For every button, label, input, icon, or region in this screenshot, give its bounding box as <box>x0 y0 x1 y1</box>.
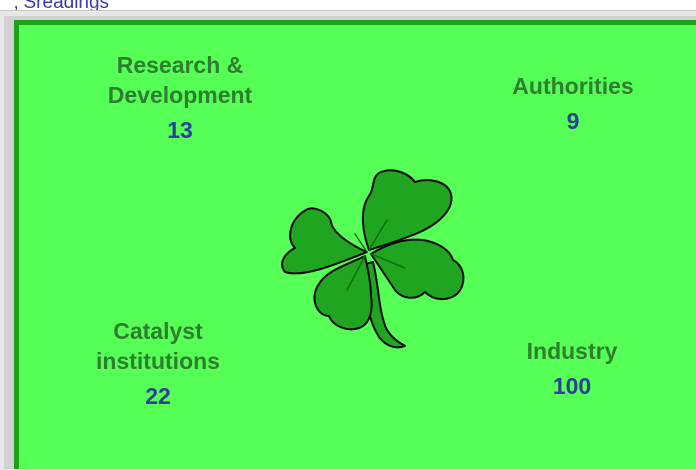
group-catalyst-institutions: Catalyst institutions 22 <box>58 316 258 411</box>
clover-leaf-bottom-right <box>370 238 465 300</box>
label-line-2: institutions <box>96 348 220 374</box>
four-leaf-clover-icon <box>281 169 465 349</box>
clover-leaf-top-left <box>281 207 368 275</box>
group-label: Catalyst institutions <box>58 316 258 376</box>
clover-panel <box>14 20 696 469</box>
group-authorities: Authorities 9 <box>473 71 673 136</box>
group-count: 100 <box>552 373 592 399</box>
header-partial-text: ‚ Sreadings <box>14 0 110 13</box>
group-count: 22 <box>145 383 171 409</box>
clover-leaf-bottom-left <box>313 255 373 331</box>
label-line-1: Research & <box>116 52 244 78</box>
group-label: Industry <box>526 338 618 364</box>
label-line-2: Development <box>107 82 253 108</box>
group-label: Authorities <box>512 73 634 99</box>
clover-leaf-top-right <box>362 169 453 251</box>
group-industry: Industry 100 <box>472 336 672 401</box>
group-count: 13 <box>167 117 193 143</box>
group-count: 9 <box>566 108 580 134</box>
group-research-development: Research & Development 13 <box>80 50 280 145</box>
group-label: Research & Development <box>80 50 280 110</box>
label-line-1: Catalyst <box>113 318 203 344</box>
